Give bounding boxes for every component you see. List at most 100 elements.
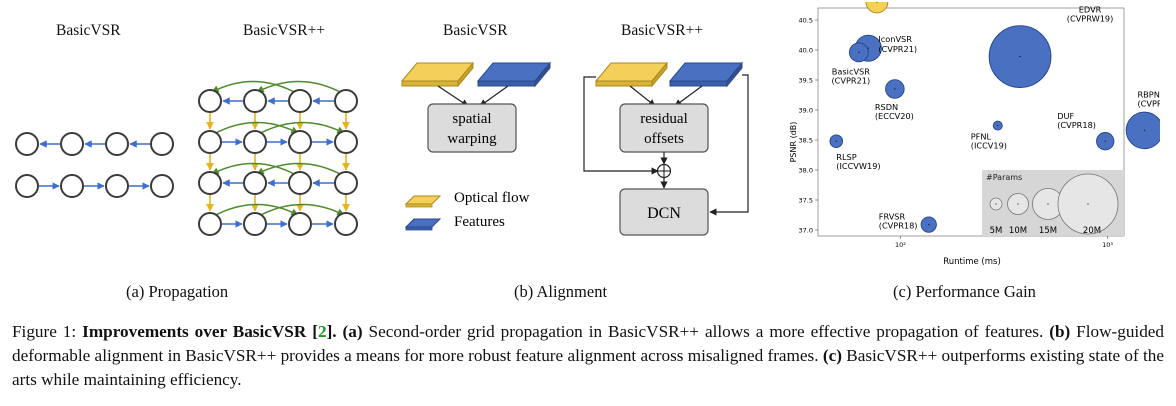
data-point-center [928,223,930,226]
legend-flow-swatch [404,195,442,208]
panel-a-title-right: BasicVSR++ [243,22,326,39]
data-point-sublabel: (CVPR21) [831,75,870,85]
params-legend-dot [1047,203,1049,205]
caption-c-label: (c) [822,346,842,365]
flow-block-right [594,61,669,88]
caption-a-label: (a) [342,322,363,341]
data-point-sublabel: (CVPR19) [1137,98,1160,108]
data-point-center [876,2,878,3]
data-point-sublabel: (CVPRW19) [1067,14,1114,24]
data-point-label: IconVSR [878,34,912,44]
feature-node [150,174,174,198]
feature-node [334,212,358,236]
panel-b-title-left: BasicVSR [443,22,508,39]
feature-node [150,132,174,156]
spatial-warping-line1: spatial [452,111,491,127]
second-order-arrow [211,80,299,95]
params-legend-label: 20M [1083,226,1101,236]
y-tick-label: 37.0 [799,227,813,235]
feature-node [243,212,267,236]
panel-a-title-left: BasicVSR [56,22,121,39]
y-tick-label: 38.0 [799,167,813,175]
data-point [1125,111,1160,150]
data-point-sublabel: (CVPR18) [879,221,918,231]
second-order-arrow [211,162,299,177]
feature-node [198,212,222,236]
second-order-arrow [211,203,299,218]
feature-block-left [476,61,552,88]
data-point-center [858,51,860,54]
panel-c-label: (c) Performance Gain [893,282,1036,301]
data-point-center [1019,55,1021,58]
second-order-arrow [256,203,345,218]
data-point-label: BasicVSR [832,66,870,76]
second-order-arrow [256,121,345,136]
feature-node [288,171,312,195]
feature-block-right [668,61,744,88]
data-point-label: DUF [1057,111,1074,121]
data-point-label: PFNL [971,132,992,142]
dcn-label: DCN [647,205,681,222]
data-point-center [867,47,870,49]
y-tick-label: 39.0 [799,107,813,115]
params-legend-label: 10M [1009,226,1027,236]
caption-b-text: Flow-guided deformable alignment in Basi… [12,322,1165,365]
data-point-center [1143,129,1146,132]
x-tick-label: 10³ [1102,241,1113,249]
data-point-label: RBPN [1137,89,1159,99]
data-point-center [894,88,896,90]
params-legend-label: 15M [1039,226,1057,236]
params-legend-dot [995,203,997,205]
data-point-label: FRVSR [879,212,906,222]
flow-block-left [400,61,475,88]
data-point-sublabel: (CVPR18) [1057,120,1096,130]
y-tick-label: 38.5 [799,137,813,145]
legend-features-label: Features [454,214,505,230]
caption-citation[interactable]: 2 [317,322,327,341]
chart-y-axis-label: PSNR (dB) [790,122,798,163]
feature-node [334,130,358,154]
chart-x-axis-label: Runtime (ms) [943,257,1001,267]
second-order-arrow [256,162,345,177]
feature-node [334,89,358,113]
y-tick-label: 37.5 [799,197,813,205]
legend-features-swatch [404,218,442,231]
data-point [865,2,889,14]
y-tick-label: 39.5 [799,77,813,85]
panel-a-label: (a) Propagation [126,282,229,301]
caption-title: Improvements over BasicVSR [82,322,307,341]
spatial-warping-box [427,103,517,153]
data-point-center [1104,140,1106,142]
feature-node [243,89,267,113]
data-point-label: EDVR [1079,5,1102,15]
y-tick-label: 40.5 [799,17,813,25]
params-legend-dot [1087,203,1089,205]
feature-node [288,212,312,236]
residual-offsets-line1: residual [640,111,687,127]
data-point-sublabel: (ECCV20) [875,111,914,121]
feature-node [15,174,39,198]
feature-node [105,174,129,198]
feature-node [288,130,312,154]
data-point-sublabel: (ICCVW19) [836,161,880,171]
feature-node [60,174,84,198]
feature-node [243,171,267,195]
data-point-center [835,140,837,142]
spatial-warping-line2: warping [447,131,497,147]
x-tick-label: 10² [895,241,906,249]
params-legend-title: #Params [986,173,1022,182]
caption-c-text: BasicVSR++ outperforms existing state of… [12,346,1165,389]
basicvsr-propagation-grid [15,132,174,198]
propagation-diagram [15,80,358,236]
figure-caption: Figure 1: Improvements over BasicVSR [2]… [12,322,1165,389]
basicvsrpp-propagation-grid [198,80,358,236]
dcn-box [619,188,709,236]
panel-b-title-right: BasicVSR++ [621,22,704,39]
feature-node [288,89,312,113]
feature-node [15,132,39,156]
feature-node [105,132,129,156]
data-point-label: RLSP [836,152,856,162]
feature-node [198,89,222,113]
data-point-label: RSDN [875,102,898,112]
